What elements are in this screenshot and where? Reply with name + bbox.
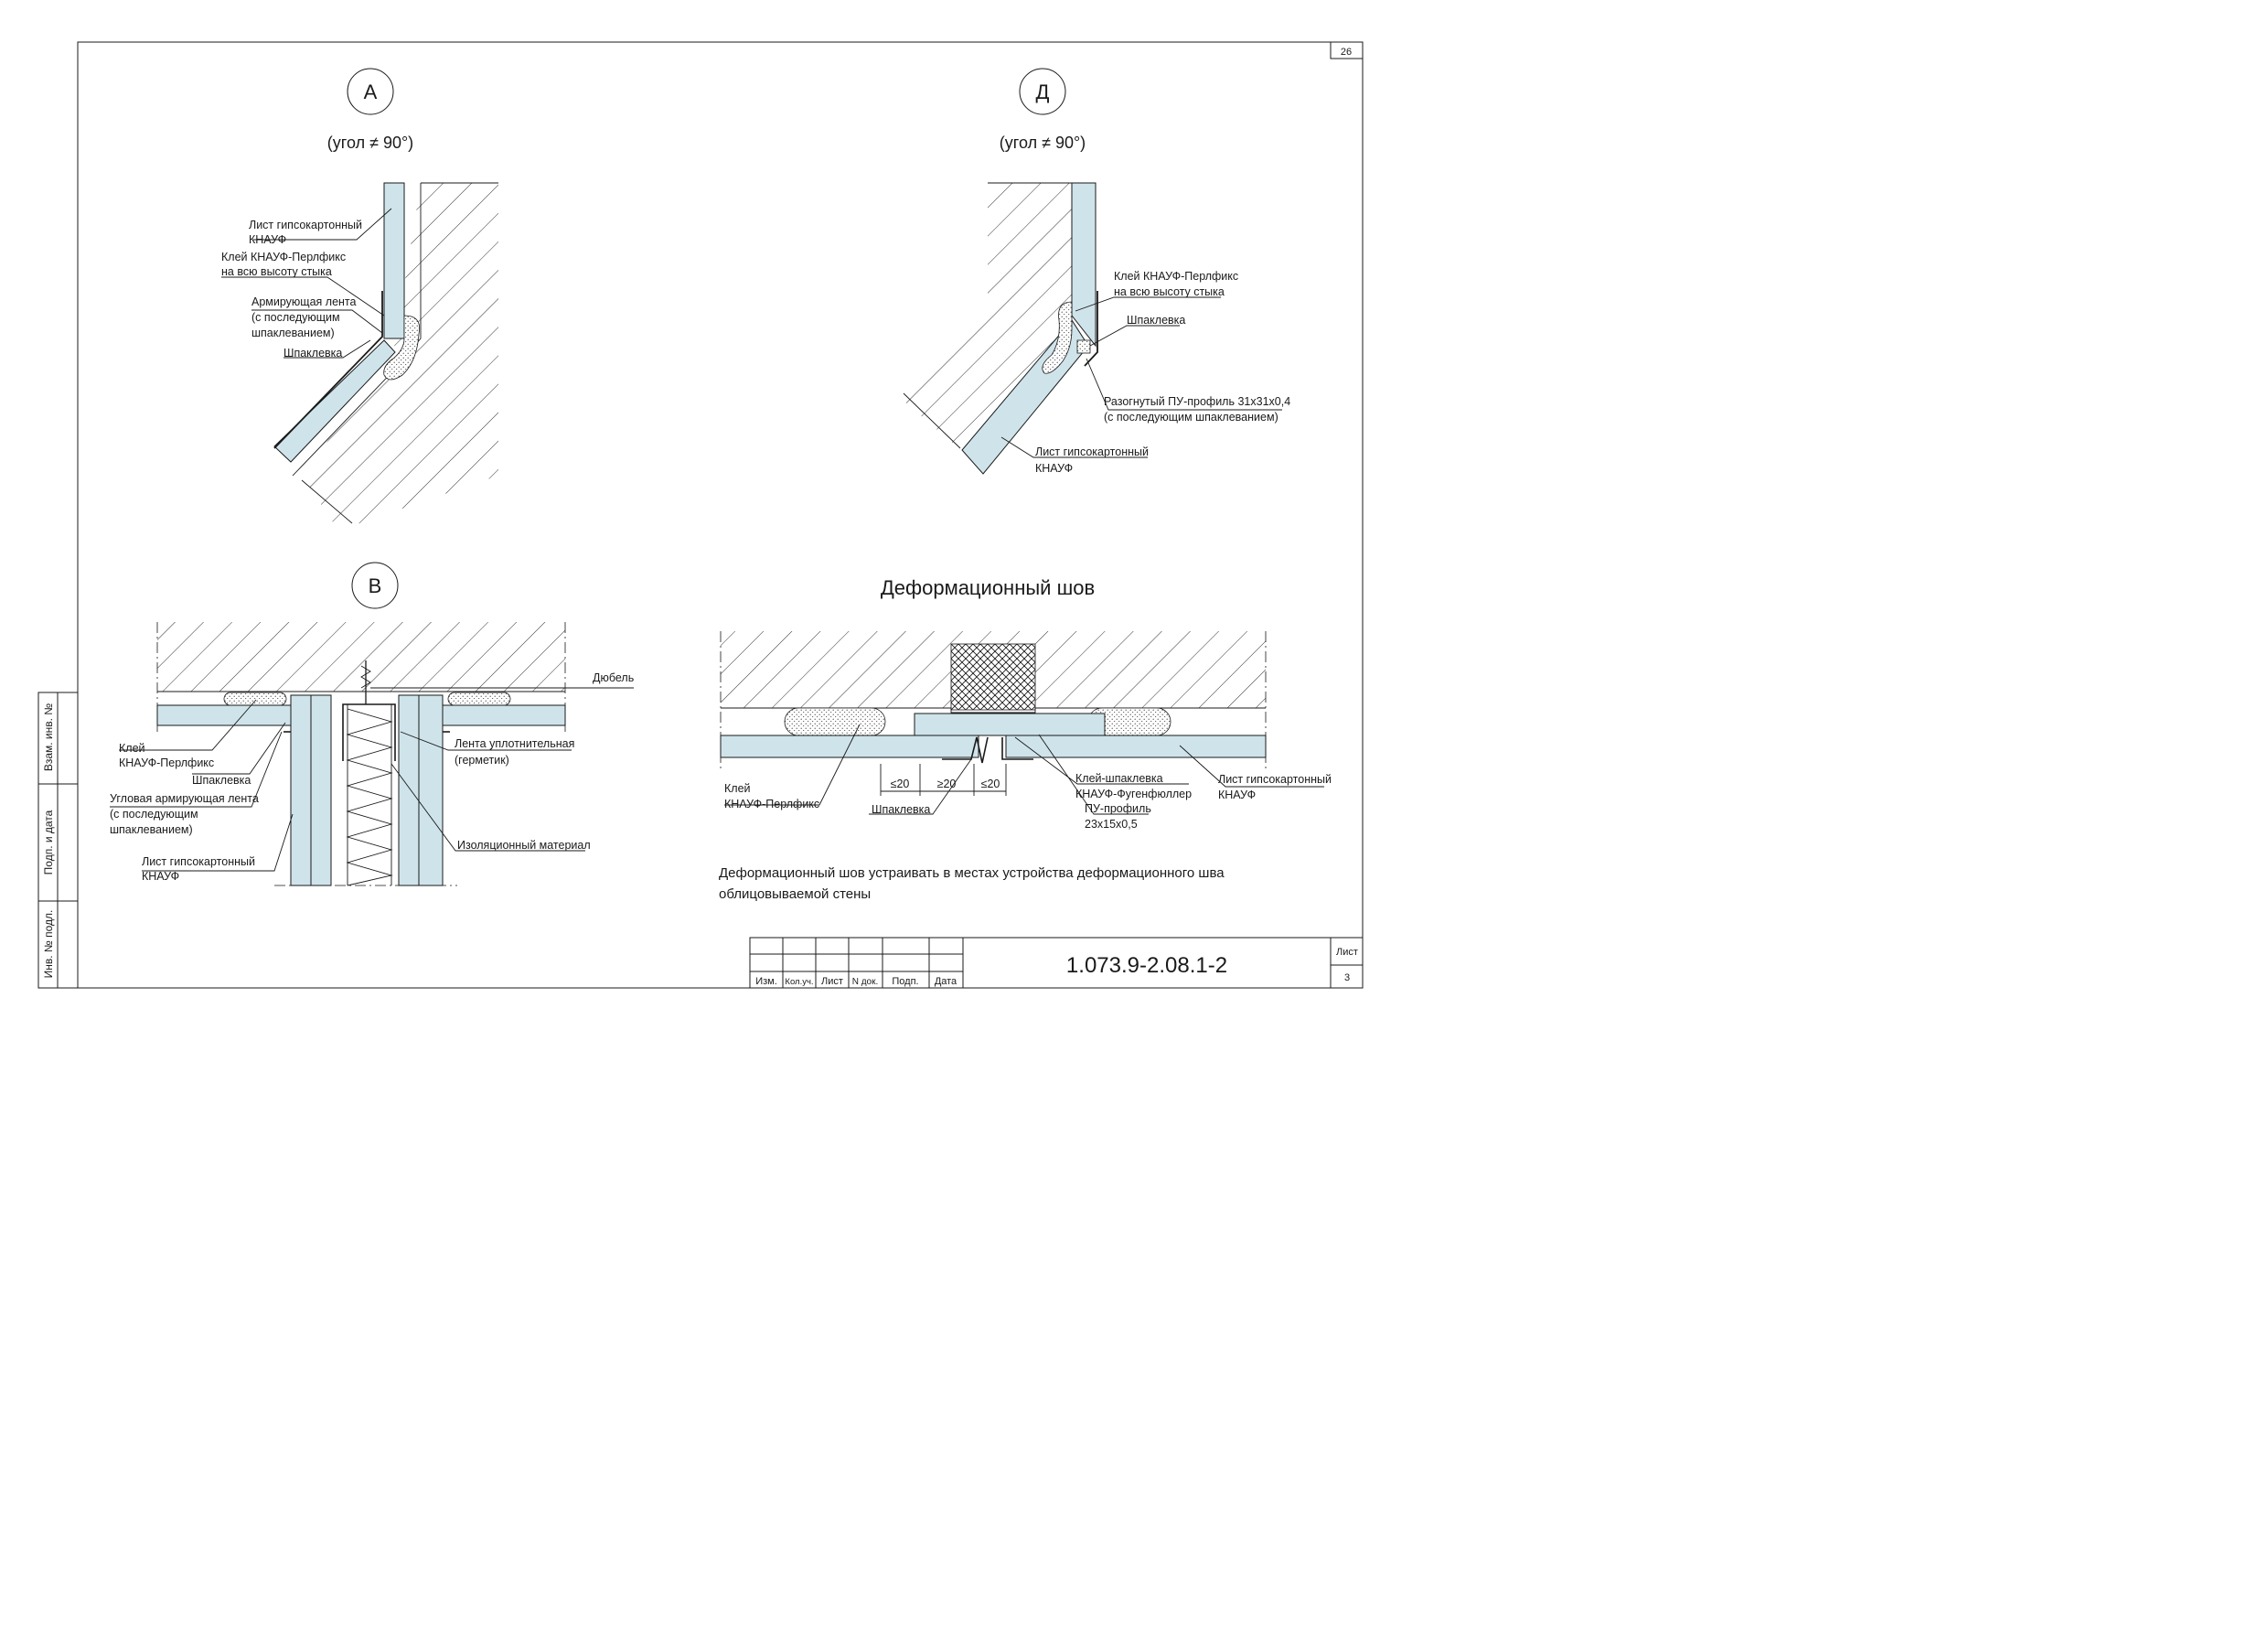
label-a-gkl-2: КНАУФ: [249, 233, 286, 246]
drawing-sheet: 26 Взам. инв. № Подп. и дата Инв. № подл…: [37, 41, 1364, 989]
joint-note-1: Деформационный шов устраивать в местах у…: [719, 865, 1225, 881]
dim-left: ≤20: [891, 778, 910, 790]
label-d-profile-2: (с последующим шпаклеванием): [1104, 411, 1278, 424]
gkl-board-right: [442, 704, 566, 726]
stamp-sign-date: Подп. и дата: [42, 810, 55, 875]
label-d-putty: Шпаклевка: [1127, 314, 1185, 327]
label-j-glue-2: КНАУФ-Перлфикс: [724, 798, 819, 810]
gkl-board-left-joint: [720, 735, 979, 758]
label-a-glue-2: на всю высоту стыка: [221, 265, 332, 278]
detail-a-marker: [347, 68, 394, 115]
detail-d-caption: (угол ≠ 90°): [1000, 134, 1086, 152]
detail-v: В Дюбель Клей: [110, 562, 634, 886]
label-v-corner-tape-2: (с последующим: [110, 808, 198, 821]
label-j-glue-1: Клей: [724, 782, 751, 795]
label-v-glue-2: КНАУФ-Перлфикс: [119, 756, 214, 769]
stamp-replace-inv: Взам. инв. №: [42, 703, 55, 771]
label-a-tape-3: шпаклеванием): [251, 327, 335, 339]
label-v-corner-tape-3: шпаклеванием): [110, 823, 193, 836]
label-j-putty: Шпаклевка: [872, 803, 930, 816]
joint-title: Деформационный шов: [881, 576, 1095, 599]
label-v-glue-1: Клей: [119, 742, 145, 755]
sheet-number: 26: [1341, 47, 1352, 58]
label-d-glue-1: Клей КНАУФ-Перлфикс: [1114, 270, 1238, 283]
tb-col-ndok: N док.: [852, 977, 879, 987]
detail-d-letter: Д: [1036, 80, 1050, 103]
dim-middle: ≥20: [937, 778, 957, 790]
tb-sheet-value: 3: [1344, 972, 1350, 983]
label-d-glue-2: на всю высоту стыка: [1114, 285, 1225, 298]
side-stamp: Взам. инв. № Подп. и дата Инв. № подл.: [37, 692, 79, 989]
label-v-gkl-2: КНАУФ: [142, 870, 179, 883]
sheet-number-box: [1330, 41, 1364, 59]
label-j-profile-1: ПУ-профиль: [1085, 802, 1151, 815]
label-a-glue-1: Клей КНАУФ-Перлфикс: [221, 251, 346, 263]
detail-a-letter: А: [364, 80, 378, 103]
label-j-fugen-2: КНАУФ-Фугенфюллер: [1075, 788, 1192, 800]
stamp-original-inv: Инв. № подл.: [42, 910, 55, 979]
gkl-partition-left-2: [310, 694, 332, 886]
detail-a-caption: (угол ≠ 90°): [327, 134, 413, 152]
label-j-fugen-1: Клей-шпаклевка: [1075, 772, 1163, 785]
label-d-gkl-2: КНАУФ: [1035, 462, 1073, 475]
tb-col-koluch: Кол.уч.: [785, 977, 813, 987]
label-v-insulation: Изоляционный материал: [457, 839, 591, 852]
gkl-board-left: [156, 704, 292, 726]
gkl-board-vertical-d: [1071, 182, 1097, 348]
label-j-gkl-2: КНАУФ: [1218, 789, 1256, 801]
label-v-seal-tape-1: Лента уплотнительная: [455, 737, 574, 750]
gkl-partition-right-1: [398, 694, 420, 886]
tb-col-list: Лист: [821, 976, 843, 987]
detail-d-marker: [1019, 68, 1066, 115]
tb-sheet-label: Лист: [1336, 947, 1358, 958]
detail-a: А (угол ≠ 90°) Лист гипсокартонный КНАУФ…: [221, 68, 498, 531]
label-a-gkl-1: Лист гипсокартонный: [249, 219, 362, 231]
label-d-gkl-1: Лист гипсокартонный: [1035, 445, 1149, 458]
label-v-dowel: Дюбель: [593, 671, 634, 684]
label-v-seal-tape-2: (герметик): [455, 754, 509, 767]
expansion-joint: Деформационный шов ≤20 ≥20 ≤20 Клей КНАУ…: [719, 576, 1332, 902]
glue-blob: [383, 315, 421, 381]
detail-d: Д (угол ≠ 90°) Клей КНАУФ-Перлфикс на вс…: [903, 68, 1290, 475]
gkl-partition-right-2: [418, 694, 444, 886]
label-v-corner-tape-1: Угловая армирующая лента: [110, 792, 259, 805]
label-j-gkl-1: Лист гипсокартонный: [1218, 773, 1332, 786]
tb-col-podp: Подп.: [892, 976, 918, 987]
label-v-gkl-1: Лист гипсокартонный: [142, 855, 255, 868]
title-block: Изм. Кол.уч. Лист N док. Подп. Дата 1.07…: [749, 937, 1364, 989]
dim-right: ≤20: [981, 778, 1000, 790]
detail-v-marker: [351, 562, 399, 609]
glue-blob-d: [1042, 301, 1073, 374]
label-j-profile-2: 23х15х0,5: [1085, 818, 1138, 831]
label-a-tape-1: Армирующая лента: [251, 295, 357, 308]
label-a-putty: Шпаклевка: [284, 347, 342, 359]
tb-col-data: Дата: [935, 976, 957, 987]
label-a-tape-2: (с последующим: [251, 311, 340, 324]
gkl-partition-left-1: [290, 694, 312, 886]
joint-note-2: облицовываемой стены: [719, 886, 871, 902]
detail-v-letter: В: [369, 574, 382, 597]
gkl-board-right-joint: [1005, 735, 1267, 758]
document-code: 1.073.9-2.08.1-2: [1066, 953, 1227, 978]
label-v-putty: Шпаклевка: [192, 774, 251, 787]
inner-board: [914, 713, 1106, 736]
inner-frame: [77, 41, 1364, 989]
tb-col-izm: Изм.: [755, 976, 777, 987]
label-d-profile-1: Разогнутый ПУ-профиль 31х31х0,4: [1104, 395, 1290, 408]
gkl-board-vertical: [383, 182, 405, 339]
